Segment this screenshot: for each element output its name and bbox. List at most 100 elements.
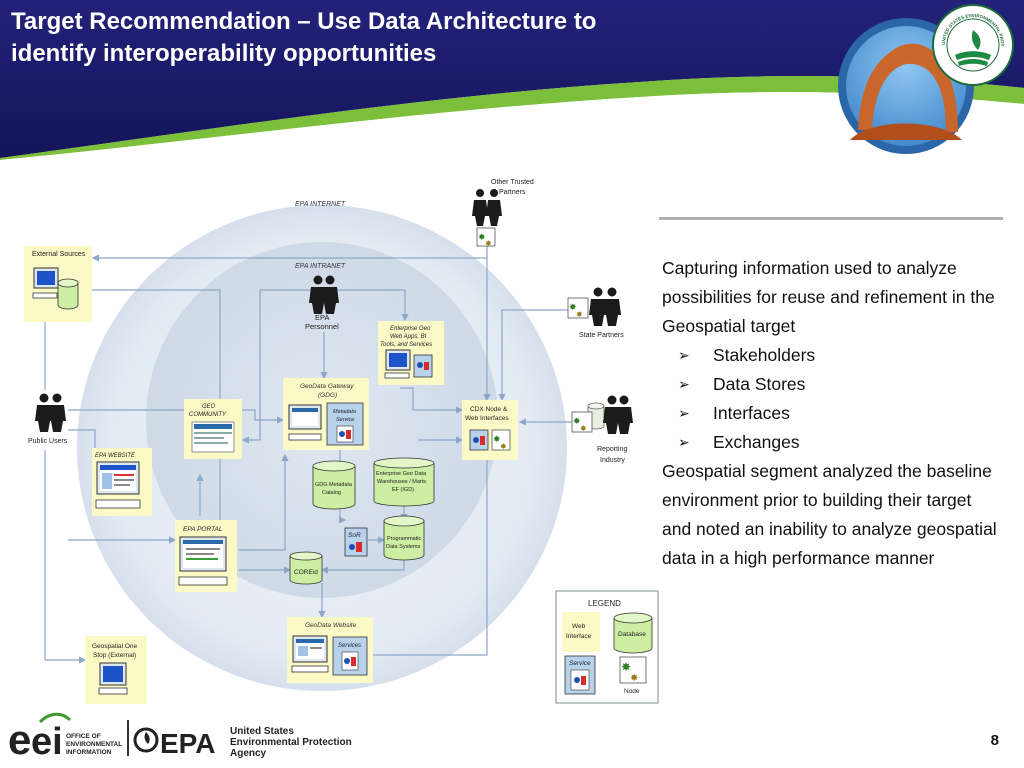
arrow-bullet-icon: ➢ [678,434,690,450]
cdx-node-box: CDX Node & Web Interfaces ✸ ✸ [462,400,518,460]
coreid-label: COREid [294,569,318,576]
conclusion-paragraph: Geospatial segment analyzed the baseline… [662,461,997,568]
legend-web-label-1: Web [572,623,586,630]
bullet-list: ➢Stakeholders ➢Data Stores ➢Interfaces ➢… [662,341,997,457]
bullet-text: Data Stores [713,374,806,394]
geo-community-box: GEO COMMUNITY [184,399,242,459]
svg-text:✸: ✸ [576,310,583,319]
legend-database-label: Database [618,631,646,638]
intranet-zone-label: EPA INTRANET [295,263,346,270]
reporting-industry-label-1: Reporting [597,446,627,453]
intro-paragraph: Capturing information used to analyze po… [662,258,995,336]
epa-logo-letters: EPA [160,728,216,759]
svg-text:✸: ✸ [478,232,486,242]
state-partners-label: State Partners [579,332,624,339]
epa-website-label: EPA WEBSITE [95,453,136,459]
sor-label: SoR [348,532,361,539]
public-users-label: Public Users [28,438,68,445]
enterprise-geo-box: Enterprise Geo Web Apps, BI Tools, and S… [378,321,444,385]
epa-personnel-actor: EPA Personnel [305,275,339,331]
bullet-text: Exchanges [713,432,800,452]
footer-divider [127,720,129,756]
public-users-actor: Public Users [28,393,68,445]
metadata-service-label-1: Metadata [333,409,356,415]
internet-zone-label: EPA INTERNET [295,201,346,208]
epa-personnel-label-1: EPA [315,313,329,322]
geodata-website-label: GeoData Website [305,622,357,629]
bullet-text: Stakeholders [713,345,816,365]
architecture-diagram: EPA INTERNET EPA INTRANET External So [24,179,659,704]
title-line-2: identify interoperability opportunities [11,40,437,67]
side-text-panel: Capturing information used to analyze po… [662,254,997,573]
gdg-metadata-label-1: GDG Metadata [315,482,353,488]
title-line-1: Target Recommendation – Use Data Archite… [11,8,597,35]
legend: LEGEND Web Interface Database Service ✸ … [555,590,659,704]
header-banner: UNITED STATES ENVIRONMENTAL PROTECTION A… [0,0,1024,160]
coreid-db: COREid [289,551,323,585]
epa-portal-label: EPA PORTAL [183,526,223,533]
gos-label-2: Stop (External) [93,652,136,659]
enterprise-geo-label-2: Web Apps, BI [390,334,427,340]
services-label: Services [338,643,361,649]
other-trusted-label-2: Partners [499,189,526,196]
gdg-label-2: (GDG) [318,392,337,399]
geodata-website-box: GeoData Website Services [287,617,373,683]
svg-text:✸: ✸ [580,424,587,433]
page-number: 8 [990,732,999,749]
geo-community-label-1: GEO [202,404,216,410]
svg-text:✸: ✸ [485,239,492,248]
other-trusted-label-1: Other Trusted [491,179,534,186]
epa-website-box: EPA WEBSITE [92,448,152,516]
svg-text:e: e [8,716,31,763]
gdg-metadata-label-2: Catalog [322,490,341,496]
geodata-gateway-box: GeoData Gateway (GDG) Metadata Service [283,378,369,450]
legend-node-label: Node [624,688,640,695]
bullet-item: ➢Stakeholders [678,341,997,370]
gdg-metadata-catalog-db: GDG Metadata Catalog [312,460,356,510]
footer-logos: e ei OFFICE OF ENVIRONMENTAL INFORMATION… [8,712,352,763]
legend-title: LEGEND [588,599,621,608]
cdx-label-2: Web Interfaces [465,415,509,422]
programmatic-label-2: Data Systems [386,544,420,550]
epa-text-3: Agency [230,748,267,759]
enterprise-geo-label-3: Tools, and Services [380,342,432,348]
gdg-label-1: GeoData Gateway [300,383,354,390]
external-sources-box: External Sources [24,246,92,322]
epa-text-1: United States [230,726,294,737]
enterprise-geo-label-1: Enterprise Geo [390,326,431,332]
svg-text:✸: ✸ [500,442,507,451]
bullet-item: ➢Data Stores [678,370,997,399]
svg-text:✸: ✸ [573,416,581,426]
reporting-industry-actor: ✸ ✸ Reporting Industry [571,395,633,464]
gos-label-1: Geospatial One [92,643,138,650]
svg-text:✸: ✸ [569,302,577,312]
reporting-industry-label-2: Industry [600,457,625,464]
warehouses-label-3: EF (IGD) [392,487,414,493]
legend-service-label: Service [569,660,591,667]
bullet-text: Interfaces [713,403,790,423]
epa-personnel-label-2: Personnel [305,322,339,331]
geo-community-label-2: COMMUNITY [189,412,227,418]
external-sources-label: External Sources [32,251,86,258]
other-trusted-partners-actor: Other Trusted Partners ✸ ✸ [472,179,534,248]
oei-text-2: ENVIRONMENTAL [66,741,122,748]
svg-text:✸: ✸ [630,673,638,684]
epa-text-2: Environmental Protection [230,737,352,748]
oei-logo-letters: ei [31,721,63,763]
metadata-service-label-2: Service [336,417,354,423]
epa-portal-box: EPA PORTAL [175,520,237,592]
state-partners-actor: ✸ ✸ State Partners [567,287,624,339]
warehouses-label-1: Enterprise Geo Data [376,471,427,477]
sor-service: SoR [344,527,368,557]
svg-text:✸: ✸ [493,434,501,444]
programmatic-label-1: Programmatic [387,536,421,542]
enterprise-warehouses-db: Enterprise Geo Data Warehouses / Marts E… [373,457,435,507]
bullet-item: ➢Interfaces [678,399,997,428]
cdx-label-1: CDX Node & [470,406,508,413]
bullet-item: ➢ Exchanges [678,428,997,457]
legend-web-label-2: Interface [566,633,592,640]
oei-logo: e ei OFFICE OF ENVIRONMENTAL INFORMATION [8,712,122,763]
programmatic-data-systems-db: Programmatic Data Systems [383,515,425,561]
slide-title: Target Recommendation – Use Data Archite… [11,6,791,70]
geospatial-one-stop-box: Geospatial One Stop (External) [85,636,147,704]
